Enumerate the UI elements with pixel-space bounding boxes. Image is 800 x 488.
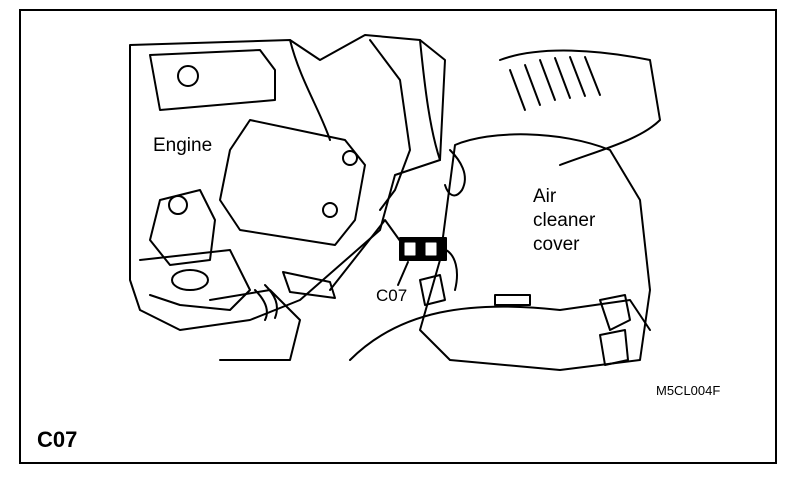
engine-cover-plate [219, 119, 366, 246]
intake-duct [289, 39, 441, 161]
pipe-right [494, 294, 531, 306]
mount-bracket [419, 274, 446, 306]
connector-label: C07 [376, 286, 408, 305]
air-hose-ribs [509, 56, 601, 111]
engine-block [129, 34, 446, 331]
harness-wire [445, 249, 458, 291]
figure-frame [19, 9, 777, 464]
oil-cap [177, 65, 199, 87]
cover-bolt-top [342, 150, 358, 166]
sensor-body [282, 271, 336, 299]
air-cleaner-cover-label: Air cleaner cover [533, 186, 596, 255]
hose-clamp [254, 284, 278, 321]
clamp-bracket [599, 294, 631, 366]
engine-bolt [168, 195, 188, 215]
engine-bracket [149, 189, 216, 266]
engine-top-cover [149, 49, 276, 111]
air-cleaner-clip [444, 149, 466, 197]
sensor-wire [329, 219, 404, 291]
engine-lower-housing [139, 249, 251, 311]
drawing-code: M5CL004F [656, 383, 721, 398]
air-cleaner-body [419, 133, 651, 371]
air-cleaner-lower [349, 299, 651, 361]
air-hose [499, 49, 661, 166]
figure-id: C07 [37, 427, 78, 452]
coolant-pipe [209, 289, 301, 361]
engine-port [171, 269, 209, 291]
harness-left [369, 39, 411, 211]
c07-connector-window-right [425, 242, 437, 256]
cover-bolt-bottom [322, 202, 338, 218]
c07-leader-line [397, 261, 409, 286]
engine-label: Engine [153, 135, 213, 156]
c07-connector-window-left [404, 242, 416, 256]
